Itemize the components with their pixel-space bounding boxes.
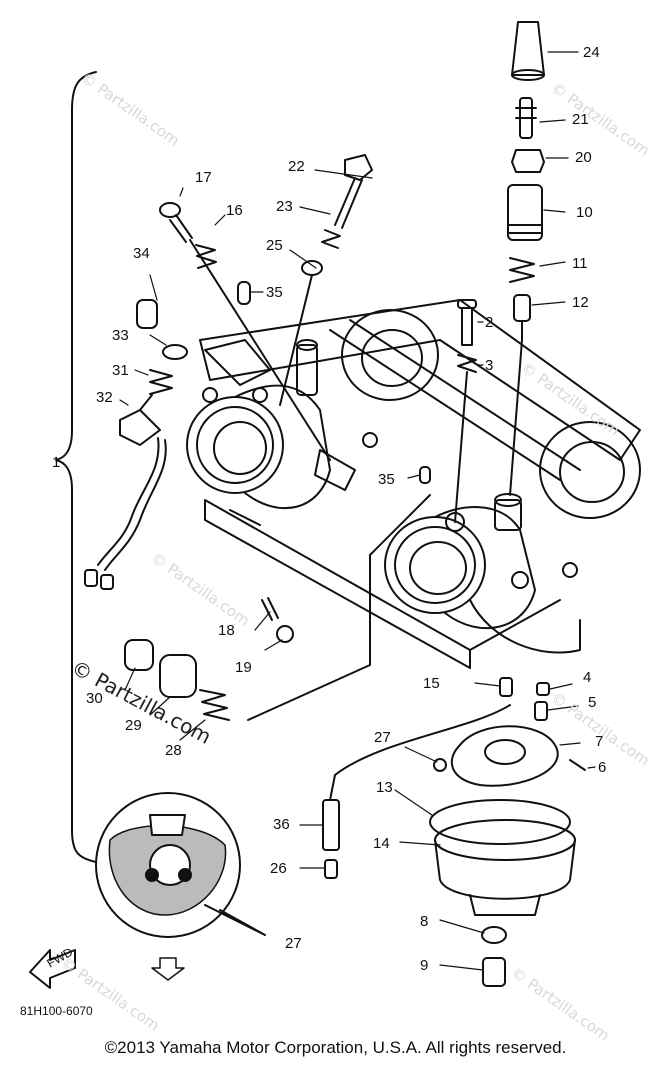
- callout-22: 22: [288, 158, 305, 175]
- svg-text:© Partzilla.com: © Partzilla.com: [548, 689, 653, 770]
- callout-19: 19: [235, 659, 252, 676]
- callout-10: 10: [576, 204, 593, 221]
- down-arrow-icon: [151, 957, 185, 981]
- svg-text:© Partzilla.com: © Partzilla.com: [78, 69, 183, 150]
- callout-20: 20: [575, 149, 592, 166]
- callout-1: 1: [52, 454, 60, 471]
- svg-text:© Partzilla.com: © Partzilla.com: [508, 964, 613, 1045]
- svg-text:© Partzilla.com: © Partzilla.com: [148, 549, 253, 630]
- callout-27-detail: 27: [285, 935, 302, 952]
- callout-30: 30: [86, 690, 103, 707]
- part-20-nut: [511, 149, 545, 173]
- callout-26: 26: [270, 860, 287, 877]
- callout-3: 3: [485, 357, 493, 374]
- pilot-screw-assembly: [454, 299, 477, 523]
- callout-8: 8: [420, 913, 428, 930]
- part-10-holder: [507, 184, 543, 241]
- leader-lines: [119, 51, 596, 971]
- callout-28: 28: [165, 742, 182, 759]
- callout-29: 29: [125, 717, 142, 734]
- callout-31: 31: [112, 362, 129, 379]
- part-24-cap: [511, 21, 545, 76]
- callout-17: 17: [195, 169, 212, 186]
- callout-12: 12: [572, 294, 589, 311]
- callout-14: 14: [373, 835, 390, 852]
- callout-6: 6: [598, 759, 606, 776]
- callout-18: 18: [218, 622, 235, 639]
- callout-4: 4: [583, 669, 591, 686]
- part-7-float: [450, 725, 559, 787]
- callout-13: 13: [376, 779, 393, 796]
- svg-text:© Partzilla.com: © Partzilla.com: [548, 79, 653, 160]
- callout-34: 34: [133, 245, 150, 262]
- svg-text:© Partzilla.com: © Partzilla.com: [58, 954, 163, 1035]
- carburetor-body: [186, 299, 641, 669]
- part-13-gasket: [429, 799, 571, 845]
- part-14-bowl: [434, 839, 576, 900]
- callout-36: 36: [273, 816, 290, 833]
- callout-5: 5: [588, 694, 596, 711]
- callout-7: 7: [595, 733, 603, 750]
- callout-35-top: 35: [266, 284, 283, 301]
- callout-15: 15: [423, 675, 440, 692]
- front-direction-arrow: [29, 949, 76, 989]
- diaphragm-parts: [124, 639, 230, 721]
- callout-21: 21: [572, 111, 589, 128]
- part-11-spring: [509, 257, 535, 283]
- callout-35-mid: 35: [378, 471, 395, 488]
- idle-screw: [159, 202, 331, 461]
- callout-32: 32: [96, 389, 113, 406]
- callout-33: 33: [112, 327, 129, 344]
- callout-27-top: 27: [374, 729, 391, 746]
- callout-2: 2: [485, 314, 493, 331]
- copyright-notice: ©2013 Yamaha Motor Corporation, U.S.A. A…: [104, 1038, 567, 1057]
- float-bowl-detail-view: [95, 792, 266, 938]
- float-bowl-assembly: [322, 677, 586, 987]
- throttle-stop-screw: [279, 154, 373, 406]
- small-parts-center: [247, 466, 431, 721]
- fuel-inlet-assembly: [84, 299, 188, 590]
- part-12-needle: [513, 294, 531, 322]
- callout-9: 9: [420, 957, 428, 974]
- callout-16: 16: [226, 202, 243, 219]
- assembly-bracket: [55, 71, 97, 863]
- callout-labels: 1 2 3 4 5 6 7 8 9 10 11 12 13 14 15 16 1…: [20, 44, 606, 1018]
- callout-25: 25: [266, 237, 283, 254]
- needle-jet-stack: [507, 21, 545, 496]
- callout-11: 11: [572, 255, 588, 272]
- figure-code: 81H100-6070: [20, 1004, 93, 1018]
- callout-24: 24: [583, 44, 600, 61]
- callout-23: 23: [276, 198, 293, 215]
